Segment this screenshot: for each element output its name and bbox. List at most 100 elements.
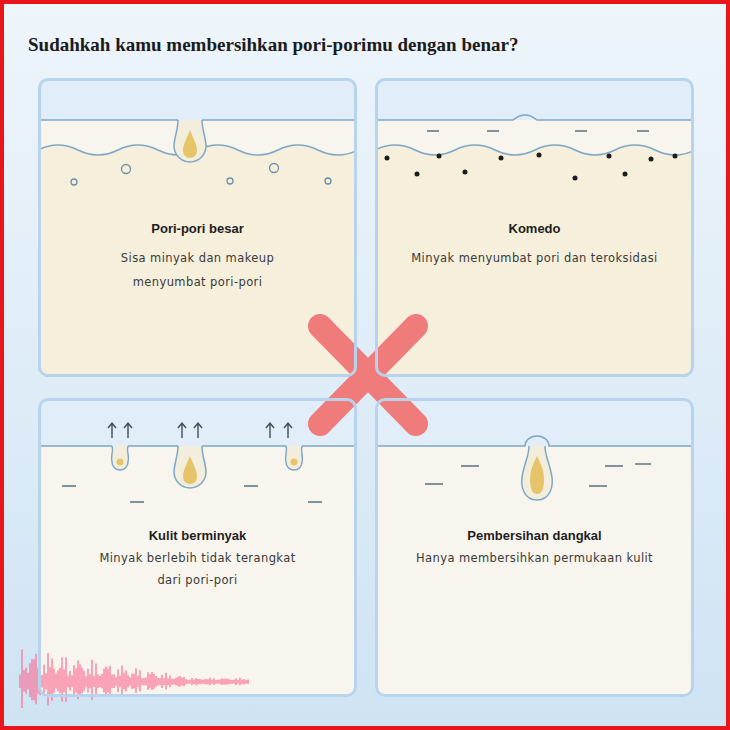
sound-wave (165, 673, 166, 690)
panel-box: Pori-pori besarSisa minyak dan makeup me… (38, 78, 357, 377)
sound-wave (81, 668, 82, 694)
sound-wave (123, 673, 124, 690)
text-block: KomedoMinyak menyumbat pori dan teroksid… (378, 220, 691, 270)
sound-wave (93, 676, 94, 687)
panel-description: Hanya membersihkan permukaan kulit (385, 547, 685, 569)
sound-wave (95, 664, 96, 697)
sound-wave (197, 679, 198, 684)
sound-wave (127, 675, 128, 687)
sound-wave (149, 674, 150, 688)
sound-wave (175, 678, 176, 686)
sound-wave (89, 674, 90, 688)
sound-wave (167, 678, 168, 684)
sound-wave (209, 678, 210, 685)
sound-wave (153, 674, 154, 689)
sound-wave (143, 678, 144, 685)
sound-wave (107, 669, 108, 693)
sound-wave (141, 678, 142, 685)
sound-wave (151, 672, 152, 690)
text-block: Kulit berminyakMinyak berlebih tidak ter… (41, 527, 354, 591)
sound-wave (205, 679, 206, 685)
sound-wave (115, 677, 116, 685)
sound-wave (71, 675, 72, 687)
sound-wave (203, 680, 204, 684)
sound-wave (233, 680, 234, 684)
sound-wave (47, 653, 48, 705)
sound-wave (213, 679, 214, 685)
sound-wave (223, 679, 224, 685)
sound-wave (159, 678, 160, 685)
sound-wave (199, 679, 200, 684)
panel-box: Pembersihan dangkalHanya membersihkan pe… (375, 398, 694, 697)
sound-wave (117, 669, 118, 692)
panel-heading: Komedo (385, 220, 684, 238)
sound-wave (135, 668, 136, 693)
sound-wave (229, 680, 230, 684)
sound-wave (25, 668, 26, 694)
sound-wave (27, 673, 28, 690)
sound-wave (211, 680, 212, 684)
sound-wave (67, 675, 68, 687)
sound-wave (101, 674, 102, 688)
sound-wave (195, 678, 196, 685)
sound-wave (69, 671, 70, 691)
sound-wave (23, 670, 24, 691)
sound-wave (35, 654, 36, 704)
sound-wave (139, 670, 140, 691)
sound-wave (225, 678, 226, 684)
panel-description: Minyak berlebih tidak terangkat dari por… (98, 547, 298, 591)
sound-wave (21, 650, 22, 708)
sound-wave (129, 677, 130, 686)
sound-wave (235, 678, 236, 685)
sound-wave (145, 677, 146, 685)
title: Sudahkah kamu membersihkan pori-porimu d… (28, 34, 518, 56)
sound-wave (113, 675, 114, 688)
sound-wave (185, 679, 186, 684)
panel-heading: Pori-pori besar (48, 220, 347, 238)
sound-wave (73, 665, 74, 695)
sound-wave (217, 680, 218, 684)
sound-wave (193, 679, 194, 684)
sound-wave (77, 660, 78, 699)
sound-wave (85, 676, 86, 687)
sound-wave (179, 676, 180, 687)
sound-wave (221, 678, 222, 685)
sound-wave (247, 679, 248, 684)
sound-wave (245, 680, 246, 684)
sound-wave (177, 677, 178, 687)
sound-wave (157, 678, 158, 686)
sound-wave (187, 680, 188, 684)
sound-wave (57, 670, 58, 691)
sound-wave (31, 659, 32, 700)
sound-wave (45, 673, 46, 689)
sound-wave (227, 679, 228, 685)
text-block: Pori-pori besarSisa minyak dan makeup me… (41, 220, 354, 294)
sound-wave (191, 678, 192, 685)
panel-heading: Kulit berminyak (48, 527, 347, 545)
sound-wave (49, 667, 50, 694)
sound-wave (63, 670, 64, 692)
text-block: Pembersihan dangkalHanya membersihkan pe… (378, 527, 691, 569)
sound-wave (83, 671, 84, 691)
sound-wave (147, 672, 148, 689)
sound-wave (237, 680, 238, 684)
sound-wave (75, 668, 76, 692)
sound-wave (41, 675, 42, 687)
sound-wave (87, 669, 88, 693)
sound-wave (33, 659, 34, 700)
sound-wave (173, 679, 174, 685)
sound-wave (29, 663, 30, 697)
sound-wave (109, 666, 110, 695)
sound-wave (189, 680, 190, 684)
sound-wave (155, 676, 156, 687)
sound-wave (105, 667, 106, 695)
sound-wave (43, 665, 44, 696)
sound-wave (103, 669, 104, 693)
panel-description: Minyak menyumbat pori dan teroksidasi (385, 246, 685, 270)
sound-wave (19, 675, 20, 689)
sound-wave (137, 676, 138, 687)
sound-wave (183, 677, 184, 686)
